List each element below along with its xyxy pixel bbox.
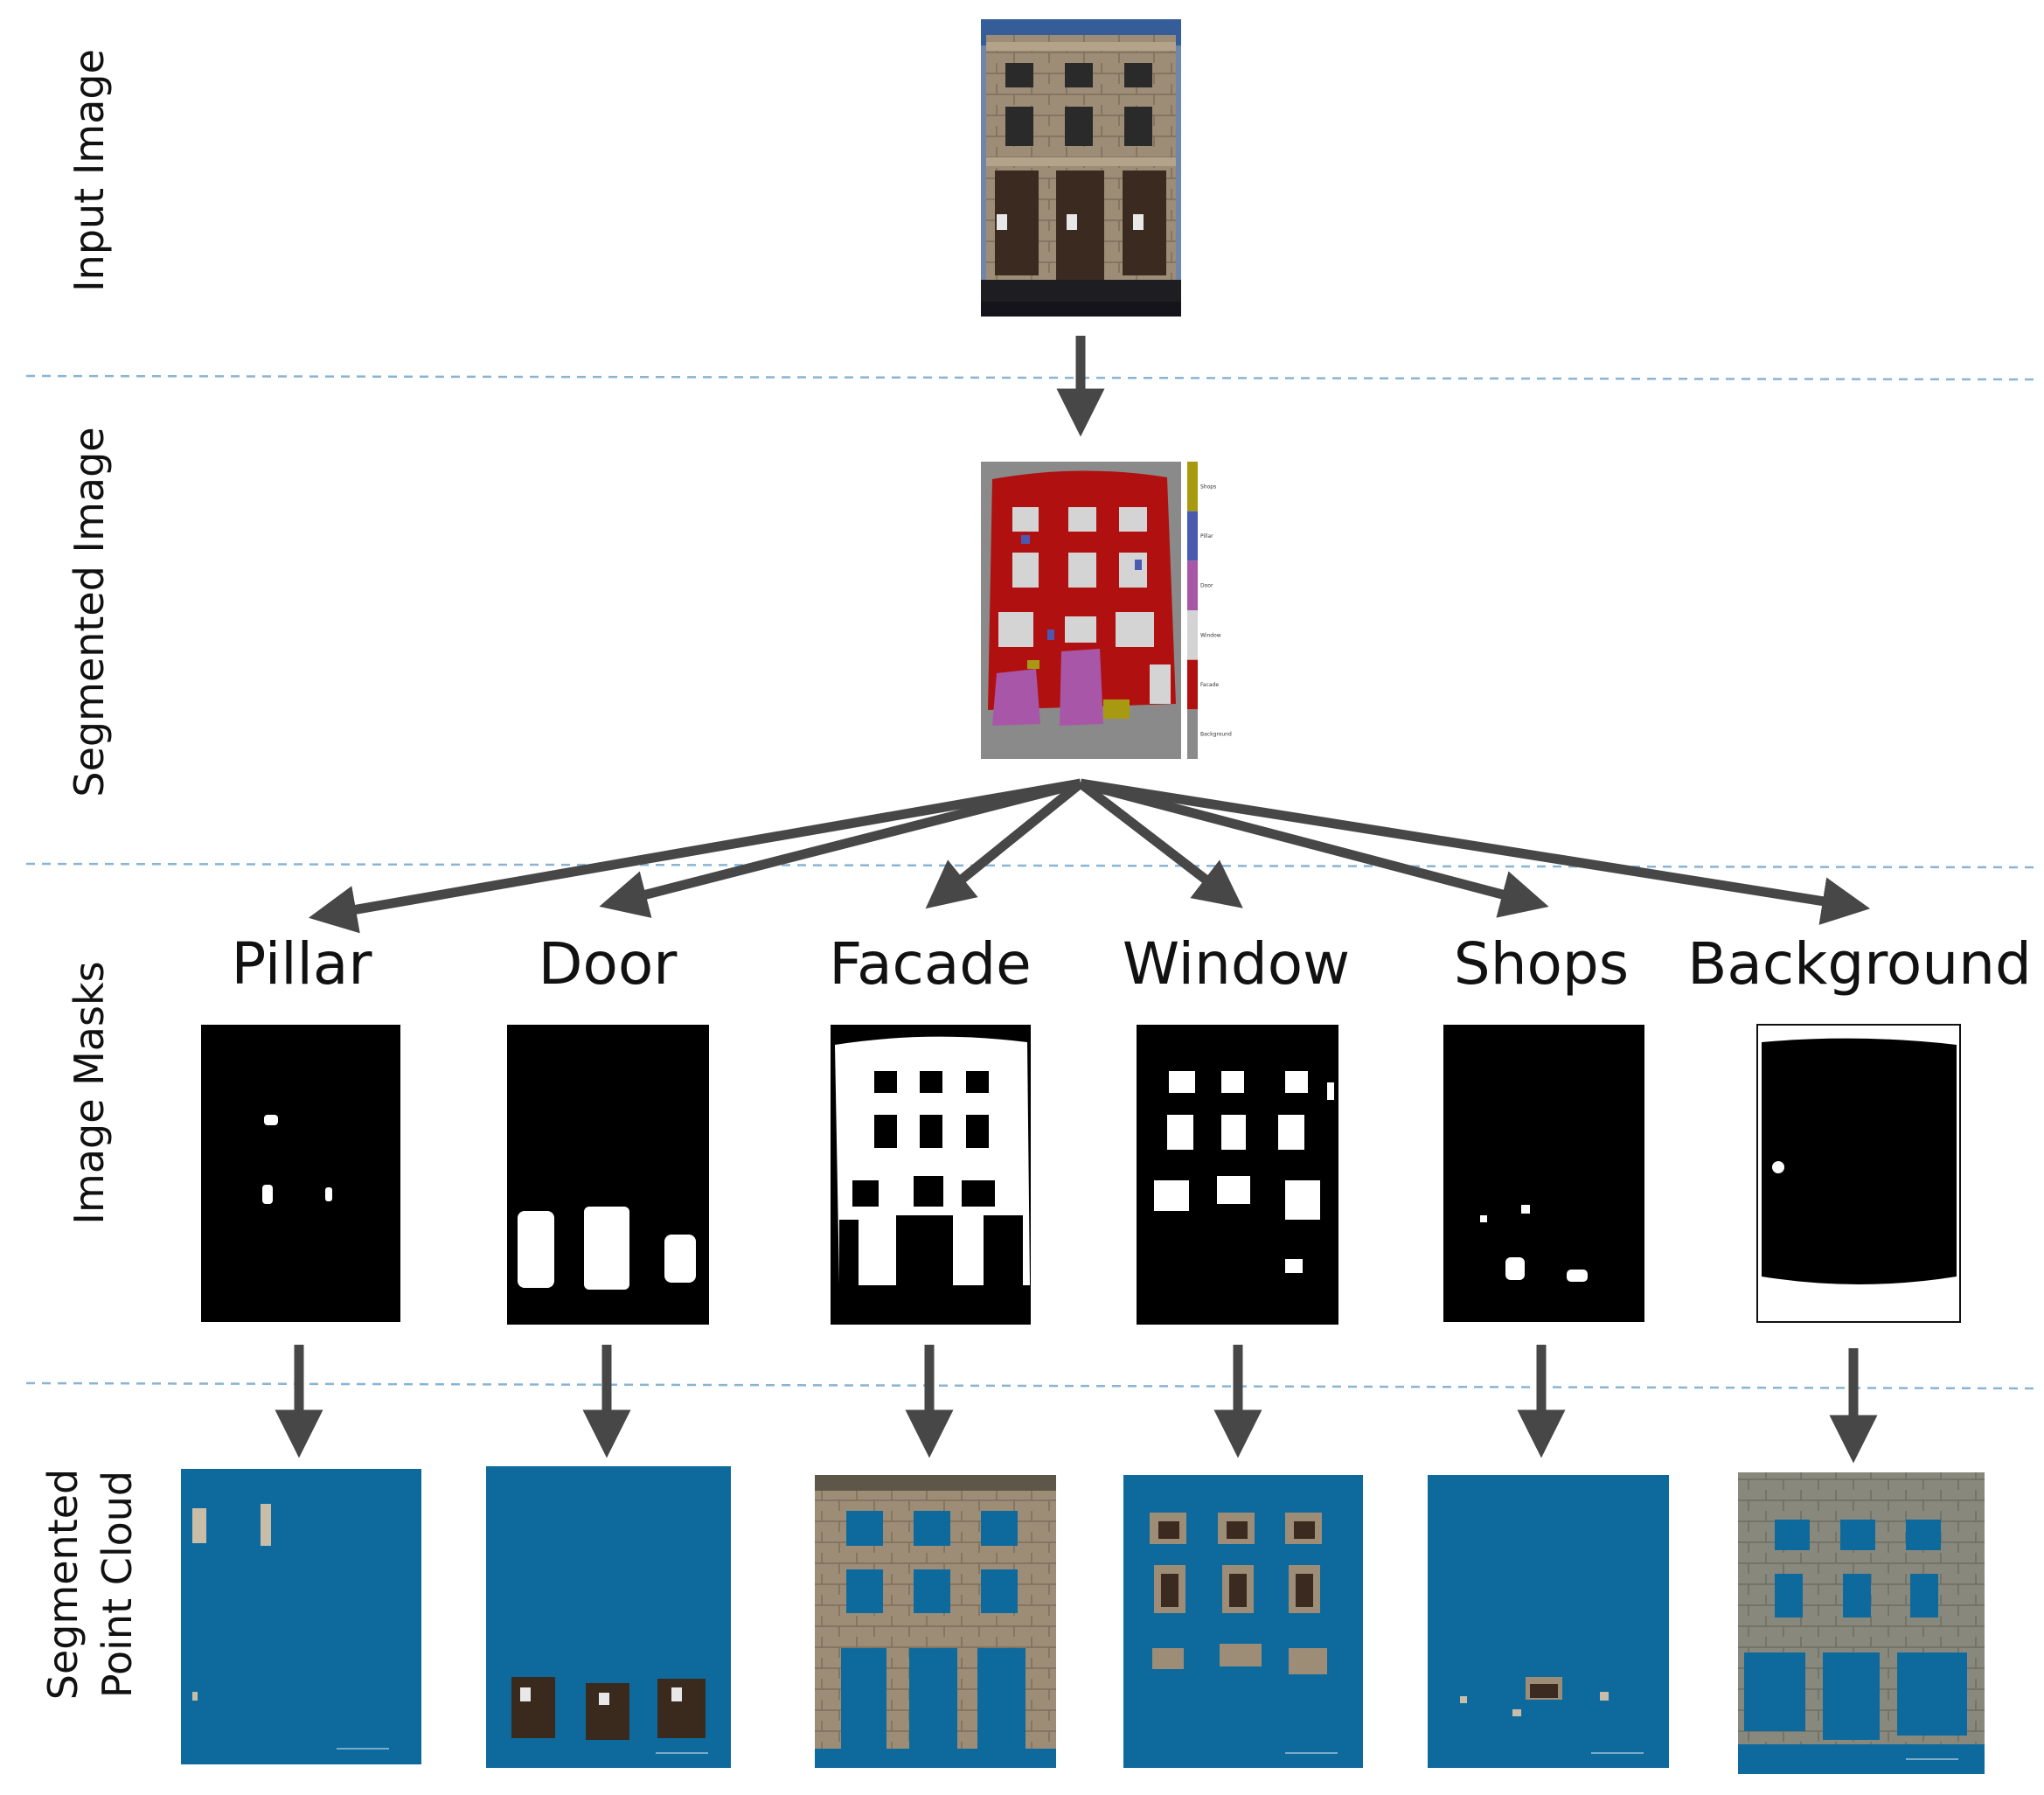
mask-facade: [831, 1025, 1031, 1325]
mask-window: [1137, 1025, 1338, 1325]
point-cloud-pillar: [181, 1469, 421, 1764]
row-dividers: [25, 374, 2038, 1390]
row-label-input-image: Input Image: [66, 49, 113, 292]
arrow-to-facade: [925, 779, 1084, 909]
point-cloud-background: [1738, 1472, 1985, 1774]
input-image: [981, 19, 1181, 317]
class-label-facade: Facade: [829, 930, 1032, 998]
legend-label-door: Door: [1200, 583, 1213, 589]
divider-2: [25, 862, 2038, 869]
legend-label-facade: Facade: [1200, 682, 1219, 688]
arrow-to-shops: [1079, 778, 1549, 918]
point-cloud-facade: [815, 1475, 1056, 1768]
arrow-to-window: [1077, 779, 1243, 908]
mask-door: [507, 1025, 709, 1325]
arrow-to-background: [1080, 778, 1871, 925]
class-label-door: Door: [539, 930, 678, 998]
legend-label-shops: Shops: [1200, 484, 1216, 490]
fanout-arrows: [308, 778, 1871, 934]
row-label-point-cloud-line1: Segmented: [39, 1469, 87, 1701]
legend-swatch-facade: [1187, 659, 1198, 710]
legend-swatch-shops: [1187, 462, 1198, 511]
divider-1: [25, 374, 2038, 381]
legend-label-window: Window: [1200, 632, 1221, 638]
point-cloud-door: [486, 1466, 731, 1768]
down-arrows: [275, 1345, 1878, 1464]
row-label-segmented-image: Segmented Image: [66, 427, 113, 797]
legend-swatch-door: [1187, 560, 1198, 610]
class-label-window: Window: [1123, 930, 1350, 998]
class-label-background: Background: [1687, 930, 2032, 998]
arrow-to-door: [599, 778, 1082, 918]
divider-3: [25, 1381, 2038, 1390]
legend-label-background: Background: [1200, 732, 1232, 738]
legend-swatch-background: [1187, 709, 1198, 759]
point-cloud-window: [1123, 1475, 1363, 1768]
class-label-pillar: Pillar: [232, 930, 373, 998]
mask-shops: [1443, 1025, 1644, 1322]
mask-background: [1756, 1024, 1961, 1323]
legend-label-pillar: Pillar: [1200, 533, 1213, 539]
legend-swatch-pillar: [1187, 511, 1198, 561]
point-cloud-shops: [1428, 1475, 1669, 1768]
class-label-shops: Shops: [1454, 930, 1629, 998]
row-label-point-cloud-line2: Point Cloud: [94, 1471, 141, 1698]
row-label-image-masks: Image Masks: [66, 961, 113, 1224]
arrow-to-pillar: [308, 778, 1081, 934]
legend-swatch-window: [1187, 610, 1198, 660]
mask-pillar: [201, 1025, 400, 1322]
